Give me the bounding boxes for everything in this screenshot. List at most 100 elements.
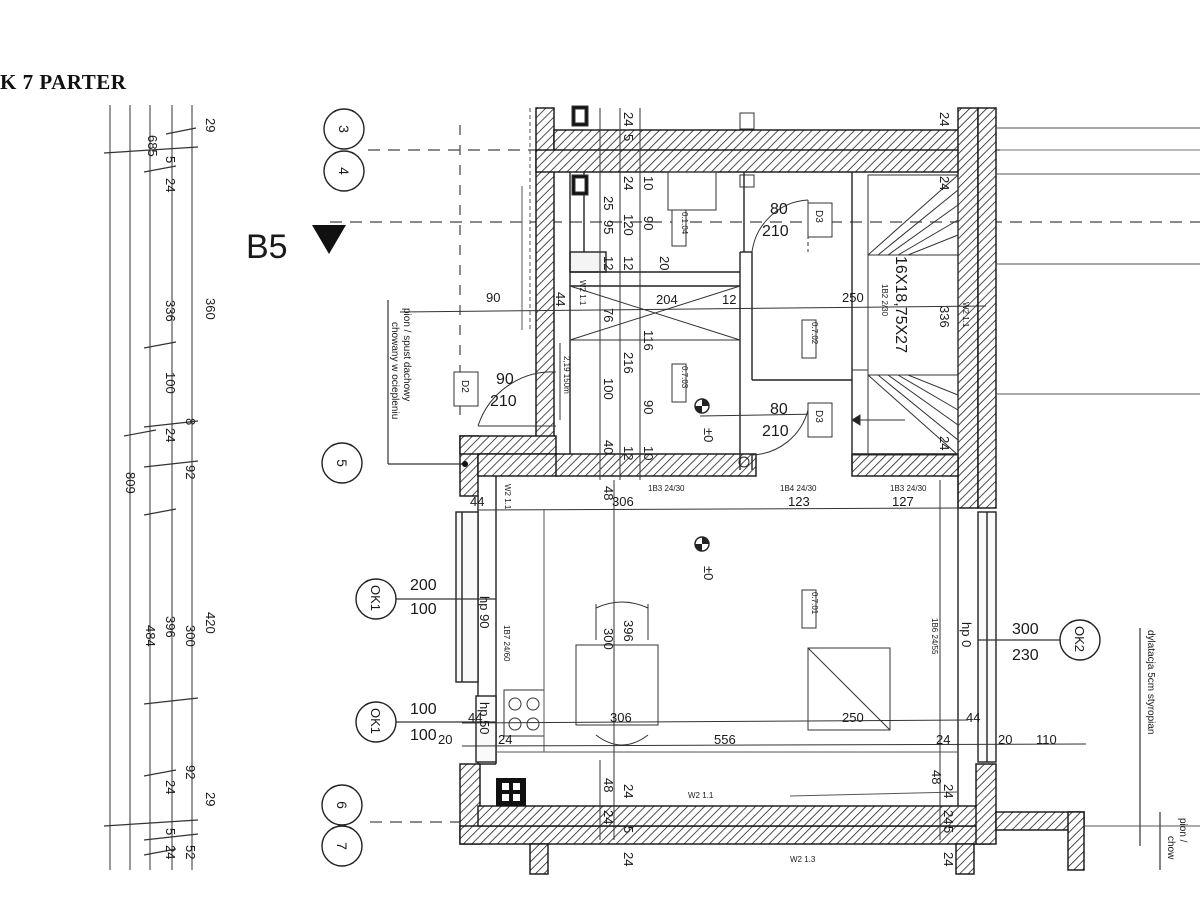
- lintel-b: 1B4 24/30: [780, 484, 817, 493]
- note-pion-right-1: pion /: [1177, 818, 1188, 843]
- dim-120: 120: [621, 214, 636, 236]
- level-label-b: ±0: [701, 566, 716, 580]
- dim-44b: 44: [470, 494, 484, 509]
- window-ok1b-height: 100: [410, 727, 437, 744]
- lintel-g: 1B2 2/30: [880, 284, 889, 317]
- dim-24e: 24: [621, 112, 636, 126]
- fireplace-box: [807, 647, 891, 731]
- dim-123: 123: [788, 494, 810, 509]
- svg-text:0.7.01: 0.7.01: [810, 592, 819, 615]
- axis-marker-4: 4: [323, 150, 365, 192]
- window-ok1a-height: 100: [410, 601, 437, 618]
- dim-left-300: 300: [183, 625, 198, 647]
- dim-left-8: 8: [183, 418, 198, 425]
- dim-12c: 12: [601, 256, 616, 270]
- dim-556: 556: [714, 732, 736, 747]
- note-hp50: hp 50: [477, 702, 492, 735]
- dim-90c: 90: [641, 216, 656, 230]
- dim-left-5a: 5: [163, 156, 178, 163]
- dim-40: 40: [601, 440, 616, 454]
- dim-100: 100: [601, 378, 616, 400]
- wall-w2-1c: W2 1.1: [688, 791, 714, 800]
- svg-text:4: 4: [336, 167, 352, 175]
- door-tag-d3-upper: D3: [807, 202, 833, 238]
- door-tags: D3 D3 D2: [453, 202, 833, 438]
- dim-204: 204: [656, 292, 678, 307]
- door-d3b-width: 80: [770, 401, 788, 418]
- dim-48b: 48: [601, 778, 616, 792]
- left-dimension-labels: 29 685 5 24 360 336 100 8 24 92 809 420 …: [123, 118, 218, 859]
- dim-12d: 12: [621, 256, 636, 270]
- dim-250b: 250: [842, 710, 864, 725]
- window-ok2-height: 230: [1012, 647, 1039, 664]
- dim-24l: 24: [941, 810, 956, 824]
- dim-24k: 24: [621, 852, 636, 866]
- level-label-a: ±0: [701, 428, 716, 442]
- door-tag-d3-lower: D3: [807, 402, 833, 438]
- svg-text:D3: D3: [813, 210, 824, 223]
- dim-left-24d: 24: [163, 845, 178, 859]
- svg-text:D3: D3: [813, 410, 824, 423]
- lintel-d: 1B7 24/60: [502, 625, 511, 662]
- svg-text:0.7.02: 0.7.02: [810, 322, 819, 345]
- dim-12: 12: [722, 292, 736, 307]
- window-tag-ok2: OK2: [1059, 619, 1101, 661]
- dim-10: 10: [641, 446, 656, 460]
- dim-110: 110: [1036, 732, 1057, 747]
- room-tag-0-1-04: 0.1.04: [671, 209, 689, 247]
- dim-24g: 24: [937, 112, 952, 126]
- dim-left-484: 484: [143, 625, 158, 647]
- window-ok1a-width: 200: [410, 577, 437, 594]
- dim-left-24b: 24: [163, 428, 178, 442]
- left-dimension-chains: [103, 105, 199, 870]
- dim-44: 44: [553, 292, 568, 306]
- dim-20b: 20: [998, 732, 1012, 747]
- room-tags: 0.1.04 0.7.02 0.7.03 0.7.01: [671, 209, 819, 629]
- dim-76: 76: [601, 308, 616, 322]
- dim-10b: 10: [641, 176, 656, 190]
- dim-5c: 5: [941, 826, 956, 833]
- dim-48c: 48: [929, 770, 944, 784]
- window-tag-ok1-lower: OK1: [355, 701, 397, 743]
- dim-90: 90: [486, 290, 500, 305]
- window-tags: OK1 OK1 OK2: [355, 578, 1101, 743]
- note-pion-right-2: chow: [1165, 836, 1176, 860]
- dim-left-24c: 24: [163, 780, 178, 794]
- dim-300: 300: [601, 628, 616, 650]
- dim-24: 24: [498, 732, 512, 747]
- dim-127: 127: [892, 494, 914, 509]
- dim-12b: 12: [621, 446, 636, 460]
- dim-48: 48: [601, 486, 616, 500]
- axis-marker-3: 3: [323, 108, 365, 150]
- section-marker-b5: B5: [246, 225, 346, 266]
- dim-250: 250: [842, 290, 864, 305]
- window-ok1b-width: 100: [410, 701, 437, 718]
- door-d2-width: 90: [496, 371, 514, 388]
- dim-20: 20: [438, 732, 452, 747]
- window-tag-ok1-upper: OK1: [355, 578, 397, 620]
- dim-44d: 44: [966, 710, 980, 725]
- door-d3b-height: 210: [762, 423, 789, 440]
- adjacent-building-lines: [521, 108, 1200, 827]
- dim-336: 336: [937, 306, 952, 328]
- note-pion-2: chowany w ociepleniu: [389, 322, 400, 419]
- dim-24d: 24: [941, 784, 956, 798]
- dim-left-336: 336: [163, 300, 178, 322]
- walls-hatched: [459, 107, 1085, 875]
- dim-24f: 24: [621, 176, 636, 190]
- gas-box: [496, 778, 526, 806]
- dim-24c: 24: [621, 784, 636, 798]
- dim-left-92a: 92: [183, 465, 198, 479]
- dim-24j: 24: [601, 810, 616, 824]
- lintel-e: 1B6 24/55: [930, 618, 939, 655]
- dim-5: 5: [621, 134, 636, 141]
- dim-306b: 306: [610, 710, 632, 725]
- door-d2-height: 210: [490, 393, 517, 410]
- note-hp0: hp 0: [959, 622, 974, 647]
- opening-sizes: 80 210 80 210 90 210 200 100 100 100 300…: [410, 201, 1039, 744]
- dim-306: 306: [612, 494, 634, 509]
- dim-24i: 24: [937, 436, 952, 450]
- lintel-a: 1B3 24/30: [648, 484, 685, 493]
- room-tag-0-7-02: 0.7.02: [801, 319, 819, 359]
